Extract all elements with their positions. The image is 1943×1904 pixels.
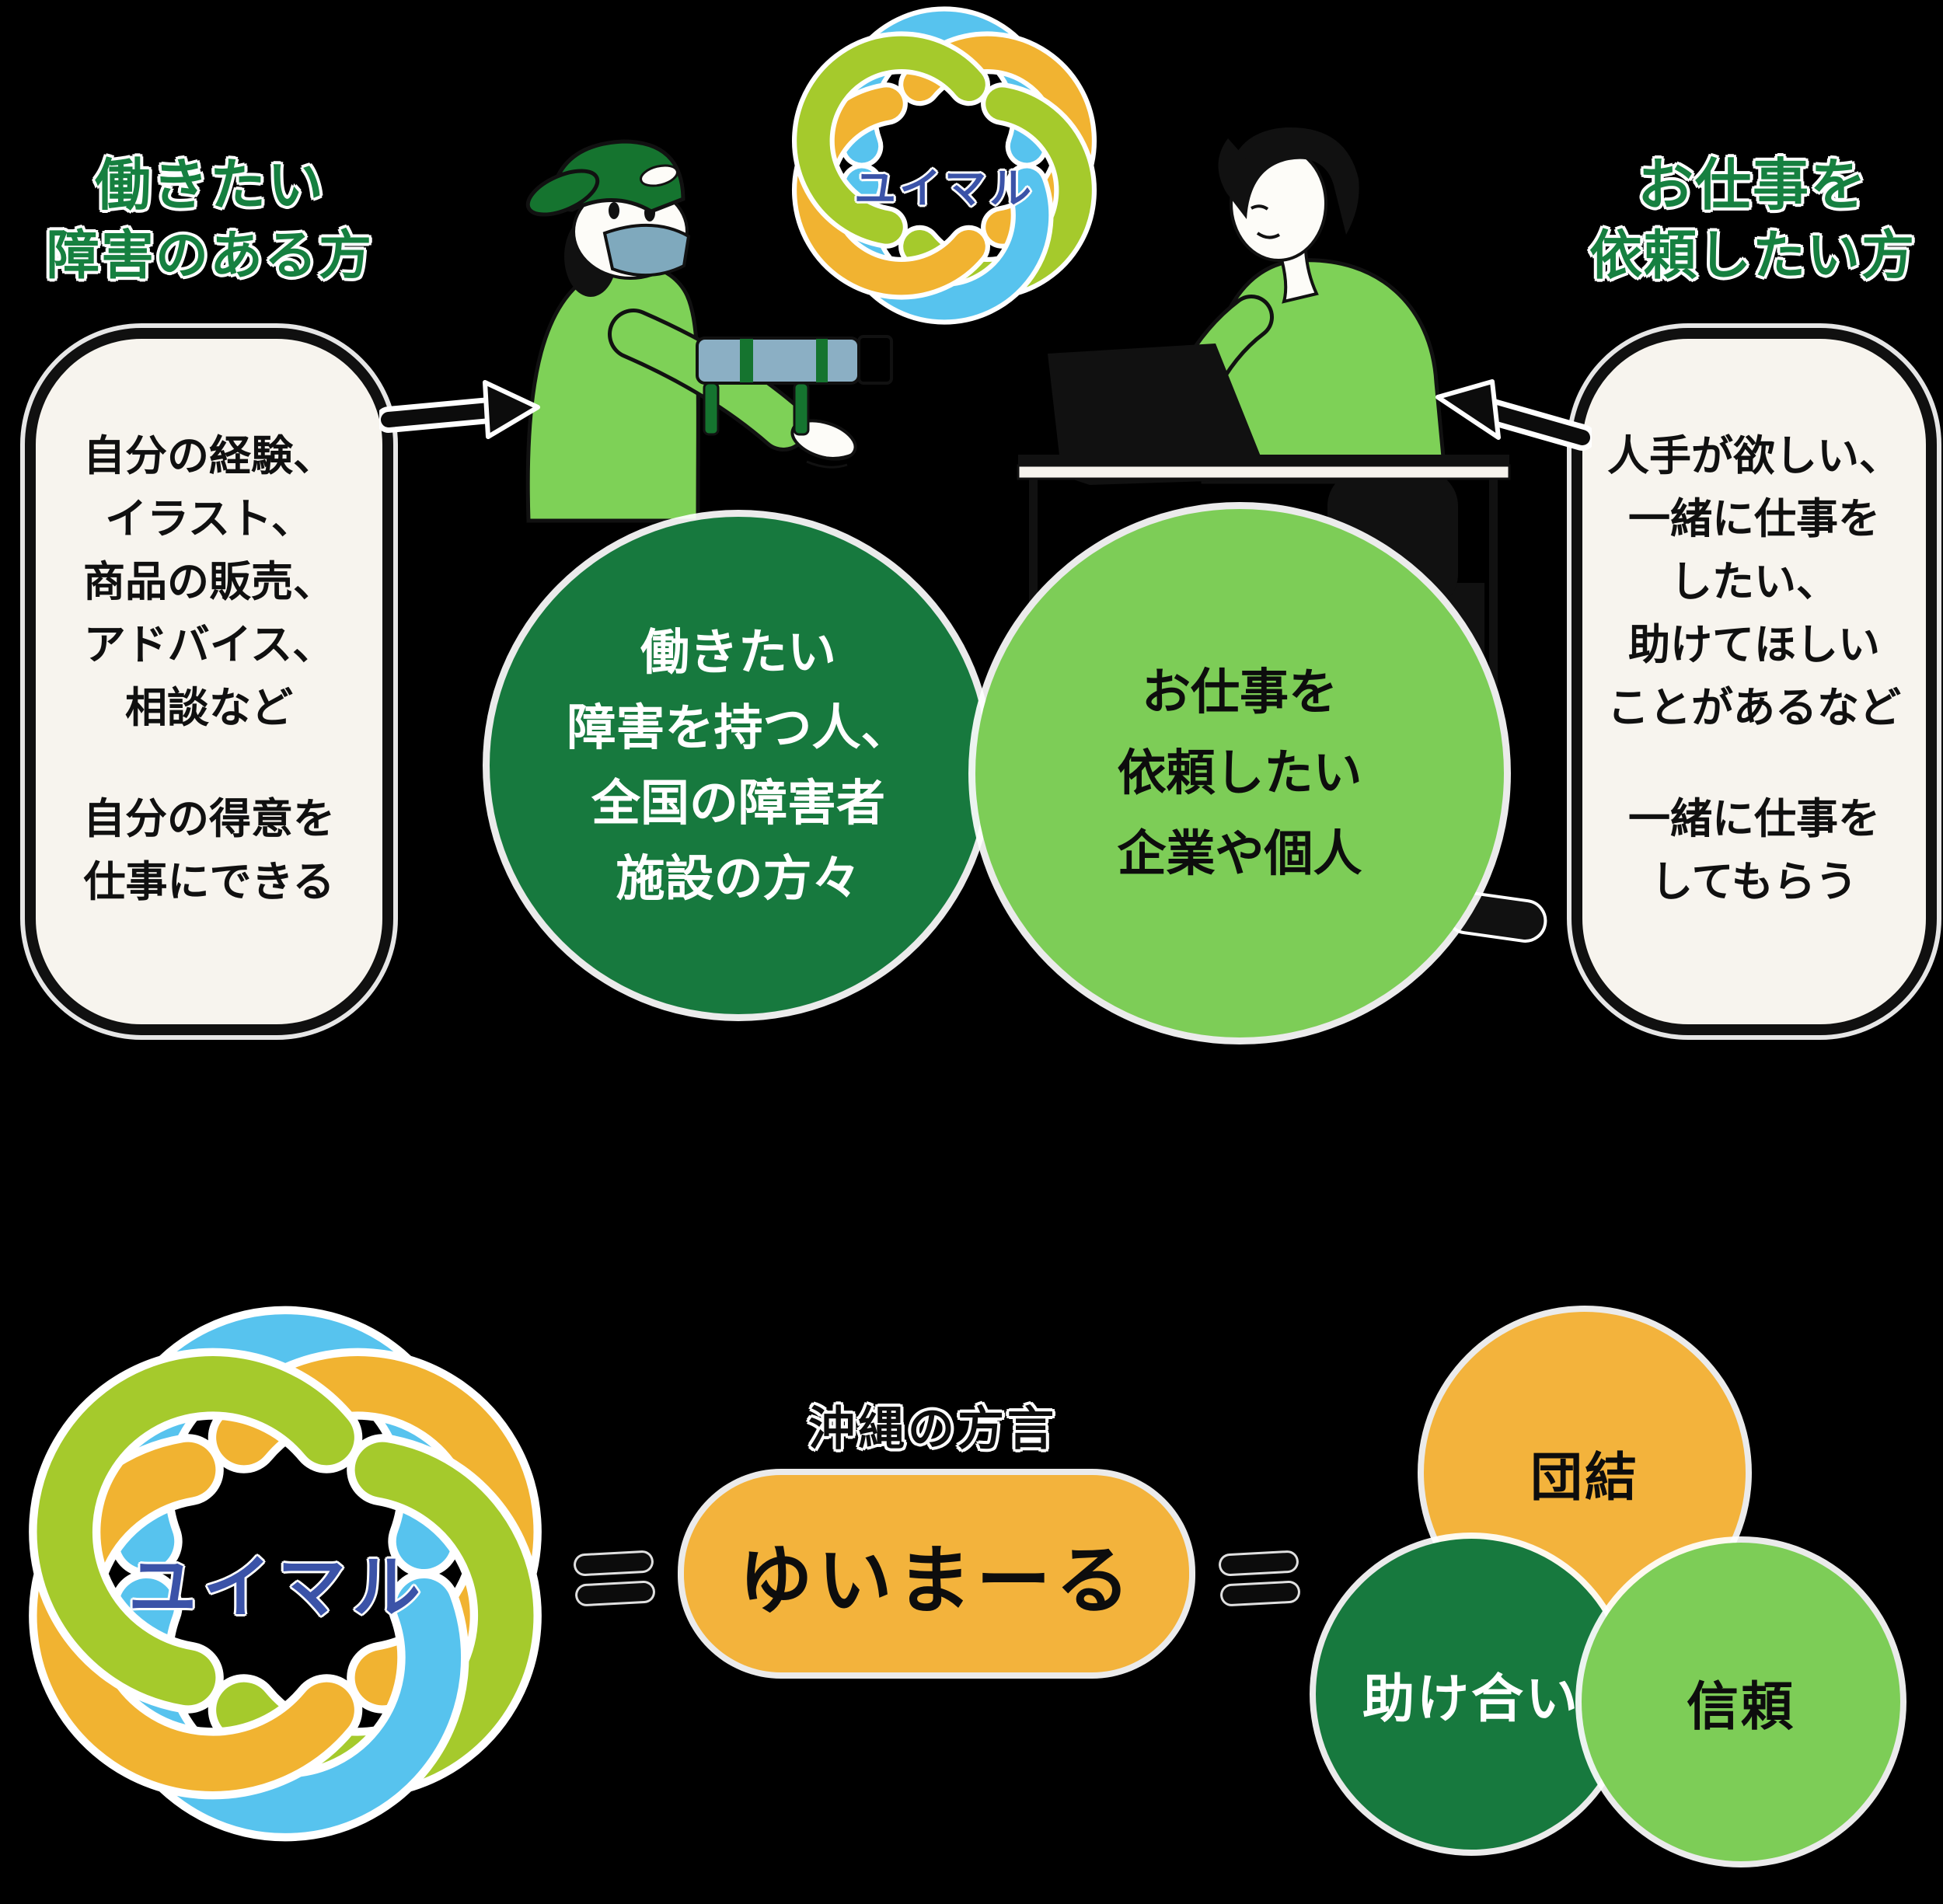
right-box-line: ことがあるなど <box>1607 683 1901 732</box>
left-arrow-icon <box>1435 379 1592 451</box>
workers-circle-line: 障害を持つ人、 <box>567 699 910 756</box>
workers-circle: 働きたい 障害を持つ人、 全国の障害者 施設の方々 <box>490 517 987 1014</box>
right-box-line: 助けてほしい <box>1628 620 1880 669</box>
package-ribbon <box>740 339 753 382</box>
brand-logo-top-label: ユイマル <box>854 164 1034 213</box>
worker-with-package-illustration <box>525 139 893 523</box>
right-box-line: してもらう <box>1651 857 1858 906</box>
equals-icon <box>575 1552 654 1605</box>
equals-icon <box>1220 1552 1299 1605</box>
trust-circle: 信頼 <box>1582 1543 1900 1861</box>
worker-shirt <box>525 261 700 523</box>
cap-brim <box>525 169 600 217</box>
worker-eye <box>609 202 619 219</box>
left-box-line: 商品の販売、 <box>83 557 335 606</box>
equals-bar <box>575 1552 652 1574</box>
clients-circle: お仕事を 依頼したい 企業や個人 <box>975 509 1504 1037</box>
right-heading: お仕事を 依頼したい方 <box>1570 149 1935 292</box>
left-heading-line2: 障害のある方 <box>46 225 373 287</box>
dialect-note: 沖縄の方言 <box>808 1402 1057 1456</box>
right-heading-line2: 依頼したい方 <box>1589 225 1916 287</box>
equals-bar <box>1222 1582 1299 1605</box>
left-box-line: 相談など <box>125 683 293 732</box>
left-note-box: 自分の経験、 イラスト、 商品の販売、 アドバイス、 相談など 自分の得意を 仕… <box>25 328 393 1035</box>
brand-logo-bottom: ユイマル <box>17 1306 553 1842</box>
right-heading-line1: お仕事を <box>1637 152 1868 218</box>
left-heading-line1: 働きたい <box>94 152 325 218</box>
left-box-line: 仕事にできる <box>83 857 335 906</box>
left-box-line: 自分の得意を <box>83 794 335 843</box>
right-box-line: したい、 <box>1670 557 1838 606</box>
client-hair <box>1226 127 1359 235</box>
clients-circle-line: 企業や個人 <box>1117 825 1362 882</box>
brand-logo-bottom-label: ユイマル <box>127 1547 427 1627</box>
workers-circle-line: 施設の方々 <box>616 850 861 907</box>
package-strap <box>703 382 720 436</box>
right-arrow-icon <box>379 380 540 439</box>
trust-label: 信頼 <box>1687 1676 1795 1737</box>
right-box-line: 一緒に仕事を <box>1628 794 1880 843</box>
right-note-box: 人手が欲しい、 一緒に仕事を したい、 助けてほしい ことがあるなど 一緒に仕事… <box>1571 328 1937 1035</box>
right-box-line: 人手が欲しい、 <box>1607 431 1901 480</box>
yuimaru-pill-label: ゆいまーる <box>738 1536 1135 1624</box>
face-mask <box>602 223 691 277</box>
clients-circle-line: お仕事を <box>1142 664 1338 720</box>
workers-circle-line: 全国の障害者 <box>591 775 885 832</box>
workers-circle-line: 働きたい <box>640 624 836 681</box>
left-box-line: イラスト、 <box>105 494 313 543</box>
right-box-line: 一緒に仕事を <box>1628 494 1880 543</box>
brand-logo-top: ユイマル <box>785 6 1104 325</box>
unity-label: 団結 <box>1530 1446 1639 1508</box>
package-box <box>696 337 860 385</box>
laptop-screen <box>1048 343 1265 476</box>
desk-top <box>1018 455 1509 466</box>
left-box-line: 自分の経験、 <box>83 431 335 480</box>
mutual-help-label: 助け合い <box>1362 1668 1580 1729</box>
desk-edge <box>1017 464 1511 480</box>
equals-bar <box>577 1582 654 1605</box>
yuimaru-pill: ゆいまーる <box>684 1475 1189 1672</box>
left-box-line: アドバイス、 <box>83 620 335 669</box>
left-heading: 働きたい 障害のある方 <box>27 149 392 292</box>
mutual-help-circle: 助け合い <box>1316 1539 1627 1850</box>
equals-bar <box>1220 1552 1297 1574</box>
clients-circle-line: 依頼したい <box>1117 745 1362 801</box>
